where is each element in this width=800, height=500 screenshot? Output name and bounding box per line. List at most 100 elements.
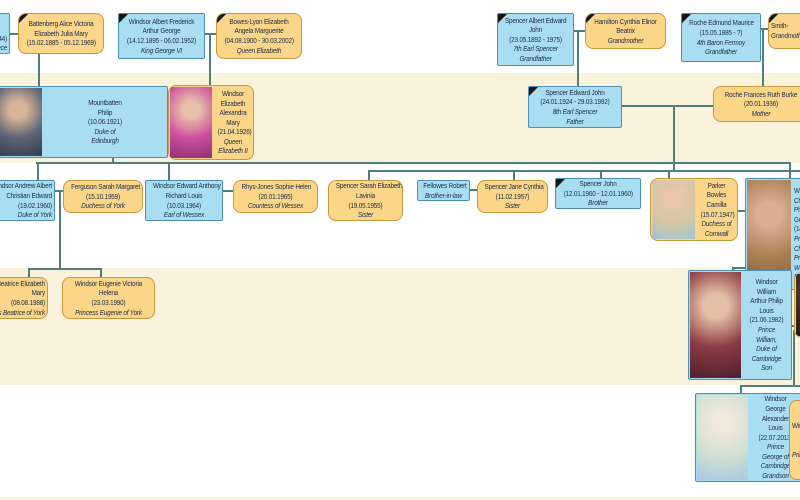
- person-title-line: Brother-in-law: [424, 190, 463, 200]
- family-connector-line: [59, 190, 61, 268]
- family-connector-line: [470, 189, 477, 191]
- person-name-line: Windsor Beatrice Elizabeth: [0, 278, 45, 288]
- person-box-partial-male-top-left[interactable]: (1882 - 1944)Prince of Greece: [0, 13, 10, 54]
- family-connector-line: [38, 53, 40, 86]
- family-connector-line: [668, 170, 670, 178]
- person-box-windsor-charlotte-partial[interactable]: Windsor Princess: [789, 400, 800, 480]
- person-title-line: Prince of Greece: [0, 43, 7, 53]
- person-name-line: Beatrix: [616, 26, 635, 36]
- family-connector-line: [513, 170, 515, 180]
- deceased-flag-icon: [498, 14, 508, 24]
- person-text: Roche Edmund Maurice(15.05.1885 - ?)4th …: [682, 14, 760, 61]
- deceased-flag-icon: [119, 14, 129, 24]
- person-title-line: Cambridge: [760, 461, 791, 471]
- person-box-roche-edmund[interactable]: Roche Edmund Maurice(15.05.1885 - ?)4th …: [681, 13, 761, 62]
- person-title-line: Queen Elizabeth: [236, 45, 282, 55]
- person-box-rhys-jones-sophie[interactable]: Rhys-Jones Sophie Helen(20.01.1965)Count…: [233, 180, 318, 213]
- person-box-spencer-edward-john[interactable]: Spencer Edward John(24.01.1924 - 29.03.1…: [528, 86, 622, 128]
- person-name-line: [0, 14, 7, 24]
- person-name-line: (04.08.1900 - 30.03.2002): [224, 36, 294, 45]
- person-box-smith-partial[interactable]: Smith-Grandmother: [768, 13, 800, 49]
- person-name-line: (21.06.1982): [749, 315, 784, 325]
- person-name-line: Elizabeth Julia Mary: [34, 28, 88, 38]
- person-title-line: Princess Beatrice of York: [0, 307, 45, 317]
- family-connector-line: [36, 162, 790, 164]
- person-name-line: (20.01.1965): [258, 191, 293, 201]
- person-name-line: George: [765, 403, 786, 413]
- person-title-line: George of: [762, 451, 789, 461]
- person-box-windsor-beatrice-partial[interactable]: Windsor Beatrice ElizabethMary(08.08.198…: [0, 277, 48, 319]
- person-title-line: Cornwall: [704, 228, 729, 238]
- person-name-line: (24.01.1924 - 29.03.1992): [540, 97, 610, 107]
- person-title-line: Duke of: [94, 126, 116, 136]
- person-title-line: Prince of: [794, 253, 800, 263]
- person-title-line: William,: [756, 334, 777, 344]
- family-connector-line: [112, 156, 114, 163]
- person-name-line: Windsor Andrew Albert: [0, 181, 52, 191]
- person-name-line: Mary: [226, 117, 240, 127]
- person-name-line: Spencer Jane Cynthia: [484, 182, 544, 192]
- person-text: Smith-Grandmother: [769, 14, 800, 48]
- person-title-line: Prince: [794, 234, 800, 243]
- person-name-line: (19.05.1955): [348, 200, 383, 210]
- person-title-line: 4th Baron Fermoy: [696, 37, 746, 47]
- deceased-flag-icon: [769, 14, 779, 24]
- person-name-line: William: [756, 286, 777, 296]
- person-name-line: Windsor: [794, 186, 800, 196]
- person-box-spencer-john[interactable]: Spencer John(12.01.1960 - 12.01.1960)Bro…: [555, 178, 641, 209]
- family-connector-line: [600, 170, 602, 178]
- family-connector-line: [168, 162, 170, 180]
- person-name-line: Bowes-Lyon Elizabeth: [229, 16, 289, 26]
- family-connector-line: [762, 28, 764, 86]
- person-title-line: 7th Earl Spencer: [513, 44, 558, 54]
- person-name-line: Mary: [31, 288, 46, 298]
- person-text: Spencer Jane Cynthia(11.02.1957)Sister: [478, 181, 547, 212]
- person-title-line: Grandmother: [607, 35, 644, 45]
- person-name-line: Parker: [707, 180, 726, 190]
- person-box-middleton-partial[interactable]: [794, 272, 800, 338]
- person-name-line: John: [528, 25, 543, 35]
- deceased-flag-icon: [19, 14, 29, 24]
- family-connector-line: [37, 162, 39, 180]
- person-name-line: (22.07.2013): [758, 432, 793, 442]
- person-box-ferguson-sarah[interactable]: Ferguson Sarah Margaret(15.10.1959)Duche…: [63, 180, 143, 213]
- person-name-line: Ferguson Sarah Margaret: [71, 182, 141, 192]
- person-name-line: Christian Edward: [6, 190, 52, 200]
- person-title-line: Princess: [792, 449, 800, 459]
- person-box-spencer-jane[interactable]: Spencer Jane Cynthia(11.02.1957)Sister: [477, 180, 548, 213]
- person-name-line: (12.01.1960 - 12.01.1960): [563, 188, 633, 198]
- person-box-roche-frances[interactable]: Roche Frances Ruth Burke(20.01.1936)Moth…: [713, 86, 800, 122]
- person-name-line: [792, 440, 800, 450]
- person-name-line: (15.10.1959): [86, 191, 120, 201]
- family-connector-line: [223, 190, 233, 192]
- person-name-line: Spencer Sarah Elizabeth: [335, 181, 402, 191]
- person-name-line: (15.07.1947): [700, 209, 735, 219]
- family-connector-line: [740, 385, 742, 394]
- person-name-line: Alexander: [761, 413, 790, 423]
